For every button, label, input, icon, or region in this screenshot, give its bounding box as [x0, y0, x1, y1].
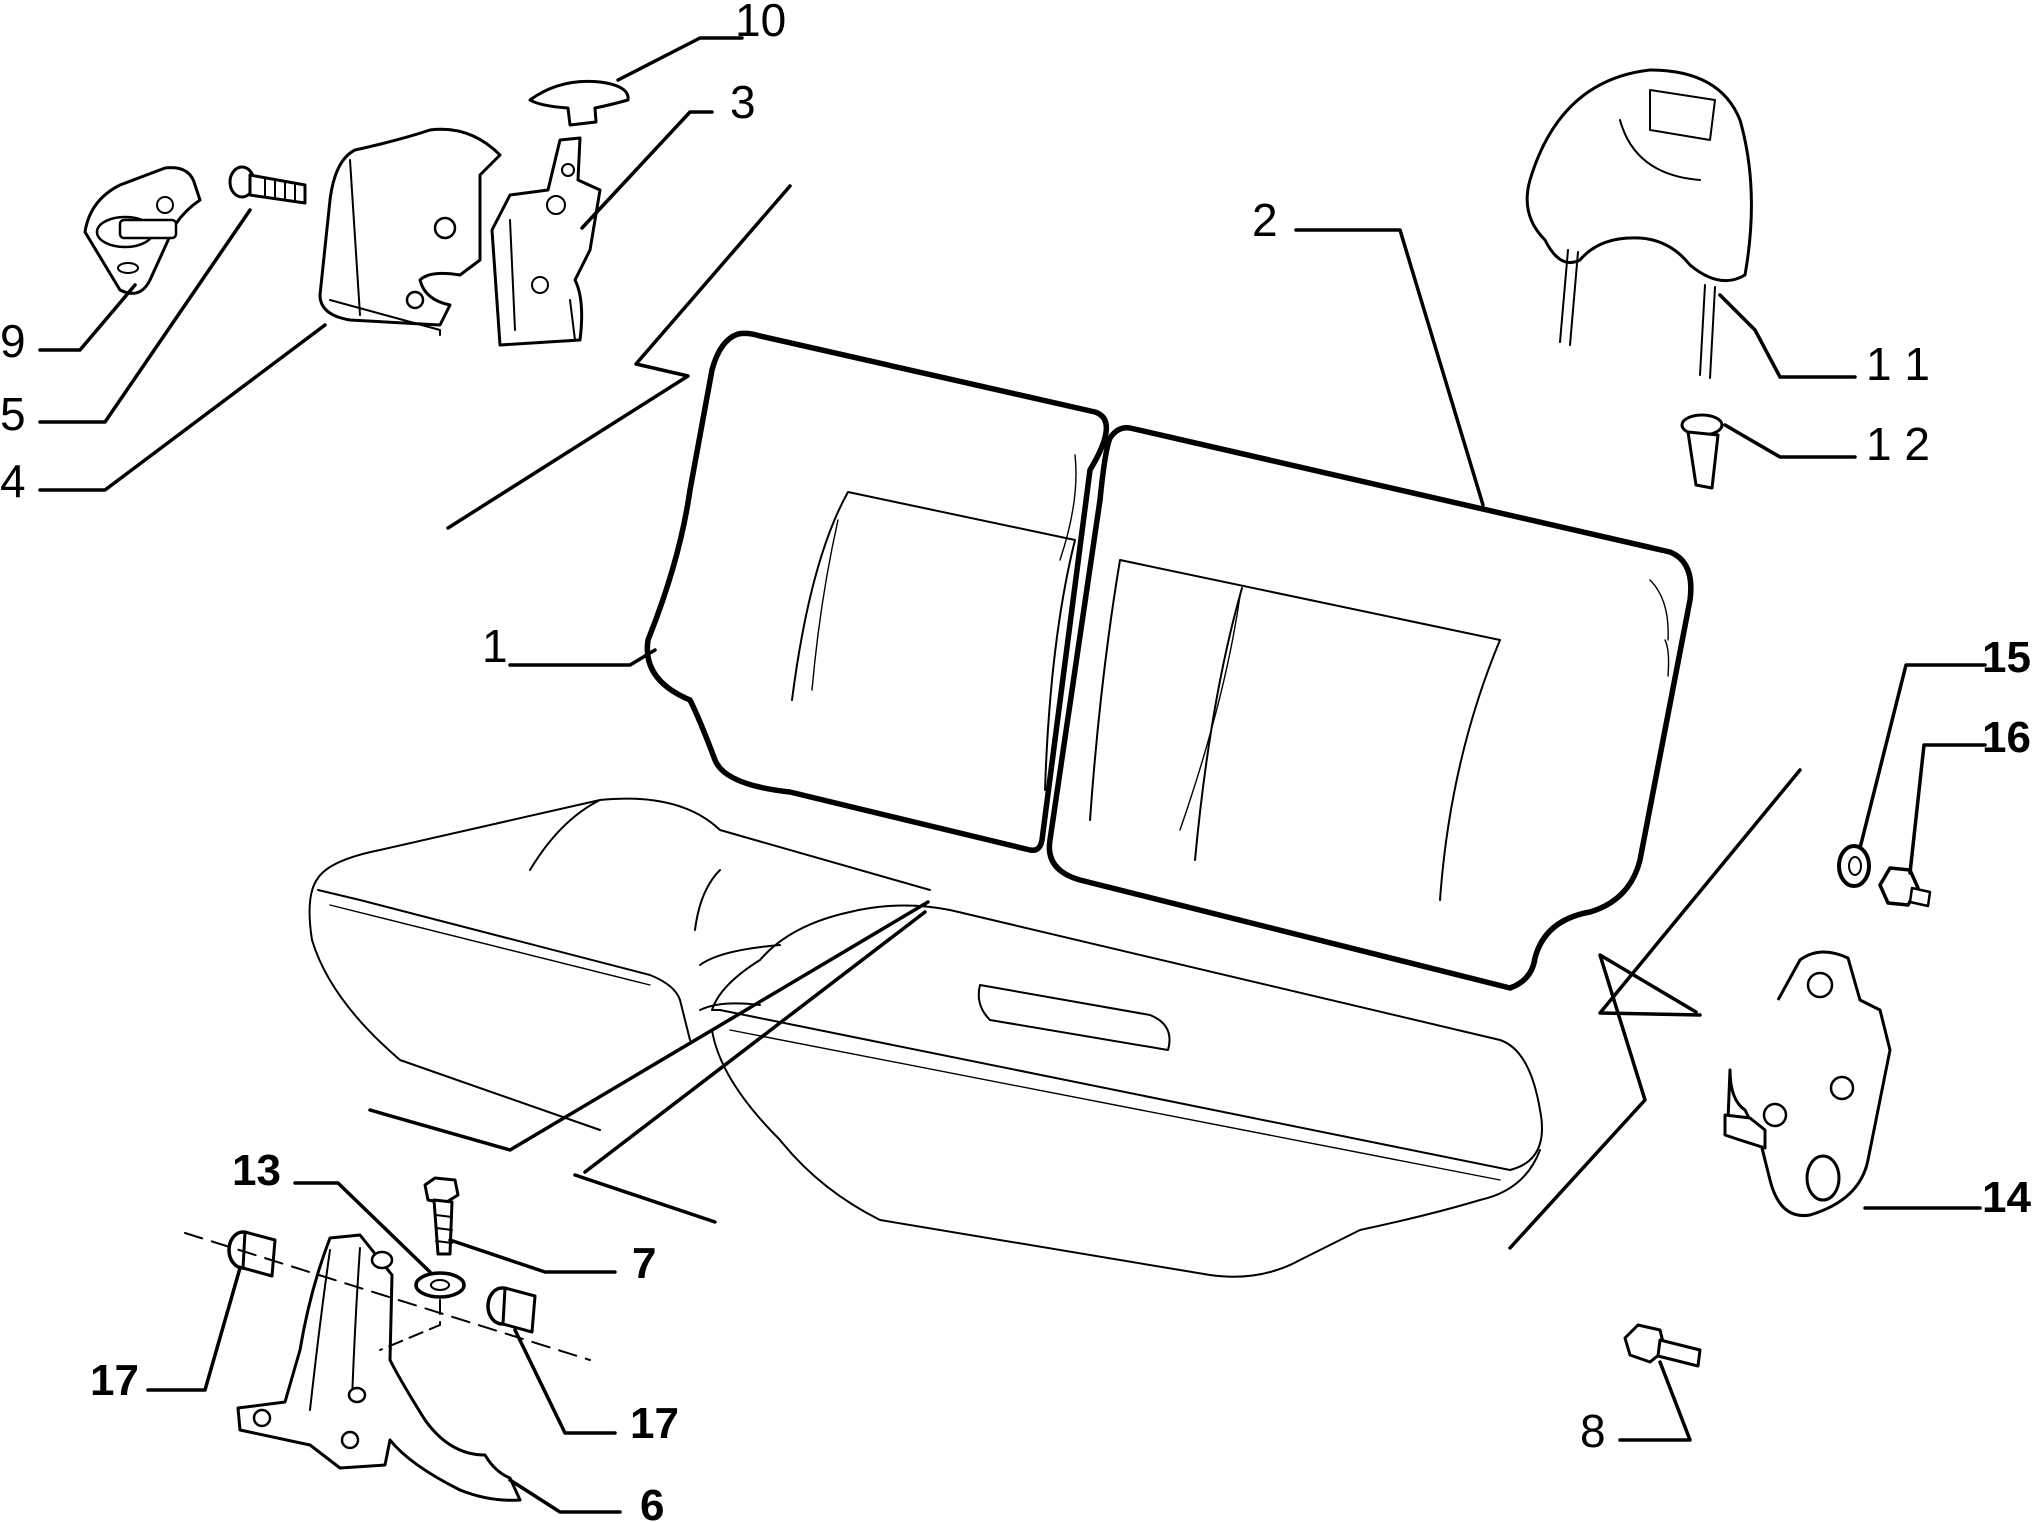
label-part-6: 6: [640, 1481, 664, 1522]
backrest-right: [1046, 424, 1694, 991]
label-part-16: 16: [1982, 713, 2031, 762]
side-cover-part-4: [318, 127, 502, 336]
hinge-plate-part-14: [1723, 950, 1892, 1218]
seat-bracket-part-6: [236, 1233, 522, 1502]
assembly-axis-lines: [184, 1232, 591, 1361]
nut-part-16: [1878, 866, 1932, 908]
label-part-11: 1 1: [1866, 338, 1930, 390]
hinge-bracket-part-3: [490, 136, 602, 347]
label-part-1: 1: [482, 620, 508, 672]
latch-plate-part-9: [83, 166, 202, 295]
release-knob-part-10: [528, 79, 630, 127]
bolt-part-8: [1623, 1323, 1702, 1368]
washer-part-15: [1837, 844, 1871, 888]
label-part-17-left: 17: [90, 1356, 139, 1405]
bushing-part-17-left: [227, 1230, 277, 1278]
label-part-12: 1 2: [1866, 418, 1930, 470]
label-part-8: 8: [1580, 1405, 1606, 1457]
bolt-part-7: [423, 1176, 460, 1256]
label-part-5: 5: [0, 388, 26, 440]
label-part-17-right: 17: [630, 1399, 679, 1448]
label-part-4: 4: [0, 455, 26, 507]
headrest-part-11: [1525, 68, 1753, 379]
label-part-14: 14: [1982, 1173, 2031, 1222]
label-part-7: 7: [632, 1239, 656, 1288]
label-part-13: 13: [232, 1146, 281, 1195]
backrest-left: [644, 330, 1110, 854]
label-part-10: 10: [735, 0, 786, 46]
label-part-9: 9: [0, 315, 26, 367]
label-part-2: 2: [1252, 194, 1278, 246]
bolt-part-5: [228, 165, 307, 205]
bushing-part-17-right: [486, 1286, 537, 1334]
label-part-15: 15: [1982, 633, 2031, 682]
label-part-3: 3: [730, 76, 756, 128]
washer-part-13: [414, 1271, 466, 1299]
headrest-guide-part-12: [1680, 413, 1724, 490]
leader-lines: [38, 36, 1987, 1514]
section-cut-lines: [368, 184, 1802, 1250]
seat-cushion: [308, 797, 1543, 1278]
